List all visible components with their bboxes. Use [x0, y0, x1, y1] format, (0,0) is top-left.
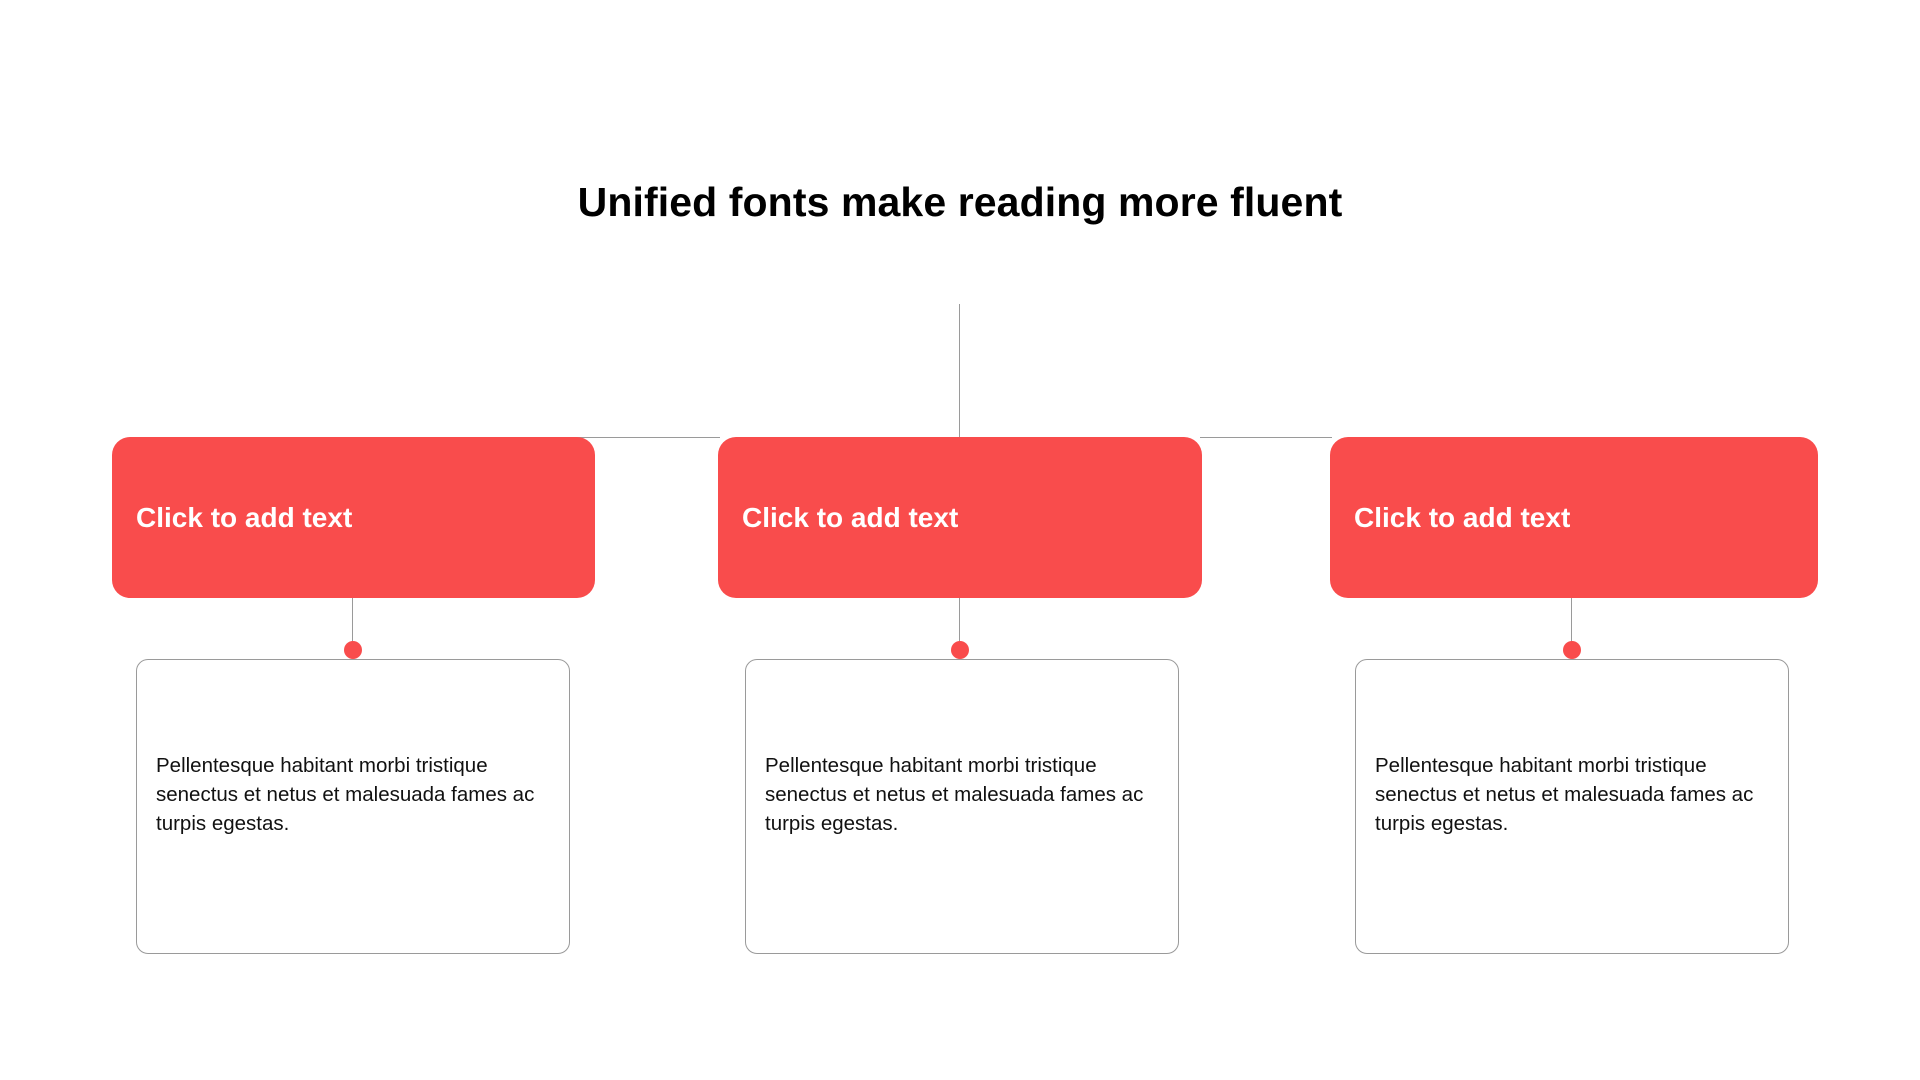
connector-drop-line-1 [352, 598, 354, 654]
header-card-label-3: Click to add text [1354, 501, 1571, 533]
connector-dot-2 [951, 641, 969, 659]
body-card-text-1: Pellentesque habitant morbi tristique se… [156, 754, 535, 836]
header-card-2[interactable]: Click to add text [718, 437, 1202, 598]
header-card-3[interactable]: Click to add text [1330, 437, 1818, 598]
connector-horizontal-right [1200, 437, 1332, 439]
connector-dot-3 [1563, 641, 1581, 659]
body-card-text-3: Pellentesque habitant morbi tristique se… [1375, 754, 1754, 836]
connector-horizontal-left [568, 437, 720, 439]
connector-drop-line-3 [1571, 598, 1573, 654]
body-card-1[interactable]: Pellentesque habitant morbi tristique se… [136, 659, 570, 954]
connector-vertical-stem [959, 304, 961, 438]
body-card-2[interactable]: Pellentesque habitant morbi tristique se… [745, 659, 1179, 954]
body-card-3[interactable]: Pellentesque habitant morbi tristique se… [1355, 659, 1789, 954]
body-card-text-2: Pellentesque habitant morbi tristique se… [765, 754, 1144, 836]
connector-drop-line-2 [959, 598, 961, 654]
header-card-label-1: Click to add text [136, 501, 353, 533]
header-card-label-2: Click to add text [742, 501, 959, 533]
page-title[interactable]: Unified fonts make reading more fluent [577, 179, 1343, 225]
header-card-1[interactable]: Click to add text [112, 437, 595, 598]
connector-dot-1 [344, 641, 362, 659]
